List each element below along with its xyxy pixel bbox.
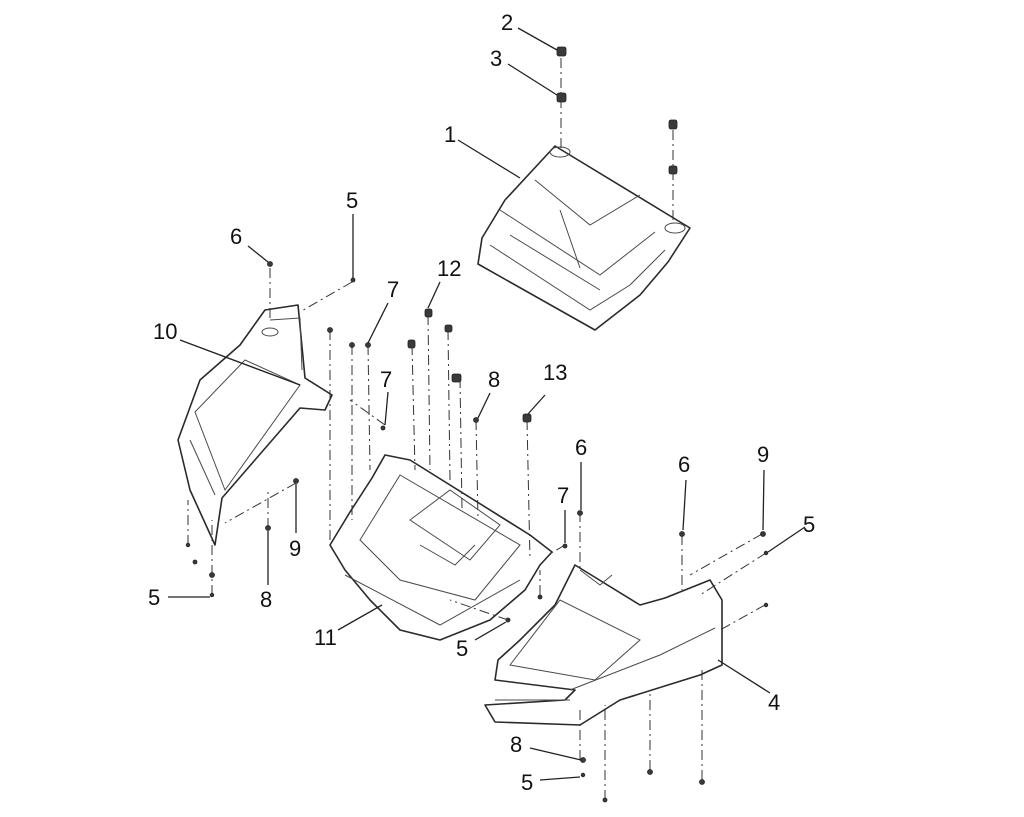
callout-5: 5 xyxy=(456,636,468,661)
part-1-roof-cover xyxy=(477,145,691,331)
callout-9: 9 xyxy=(289,536,301,561)
part-10-left-panel xyxy=(177,304,333,546)
callout-8: 8 xyxy=(488,367,500,392)
callout-10: 10 xyxy=(153,319,177,344)
assembly-lines xyxy=(187,58,767,800)
callout-labels: 2 3 1 5 6 12 7 10 7 8 13 6 6 9 7 5 9 5 8… xyxy=(148,10,815,795)
fasteners xyxy=(185,46,769,803)
callout-6: 6 xyxy=(575,435,587,460)
callout-1: 1 xyxy=(444,122,456,147)
callout-6: 6 xyxy=(230,224,242,249)
callout-8: 8 xyxy=(260,587,272,612)
callout-4: 4 xyxy=(768,690,780,715)
callout-9: 9 xyxy=(757,442,769,467)
callout-12: 12 xyxy=(437,256,461,281)
callout-5: 5 xyxy=(148,585,160,610)
part-11-storage-tub xyxy=(329,454,553,641)
part-4-right-panel xyxy=(484,564,723,726)
leader-lines xyxy=(168,27,806,781)
callout-11: 11 xyxy=(314,625,337,650)
callout-5: 5 xyxy=(803,512,815,537)
callout-6: 6 xyxy=(678,452,690,477)
callout-2: 2 xyxy=(501,10,513,35)
callout-5: 5 xyxy=(521,770,533,795)
callout-7: 7 xyxy=(557,483,569,508)
callout-3: 3 xyxy=(490,46,502,71)
callout-7: 7 xyxy=(387,277,399,302)
callout-13: 13 xyxy=(543,360,567,385)
callout-7: 7 xyxy=(380,367,392,392)
callout-8: 8 xyxy=(510,732,522,757)
callout-5: 5 xyxy=(346,188,358,213)
